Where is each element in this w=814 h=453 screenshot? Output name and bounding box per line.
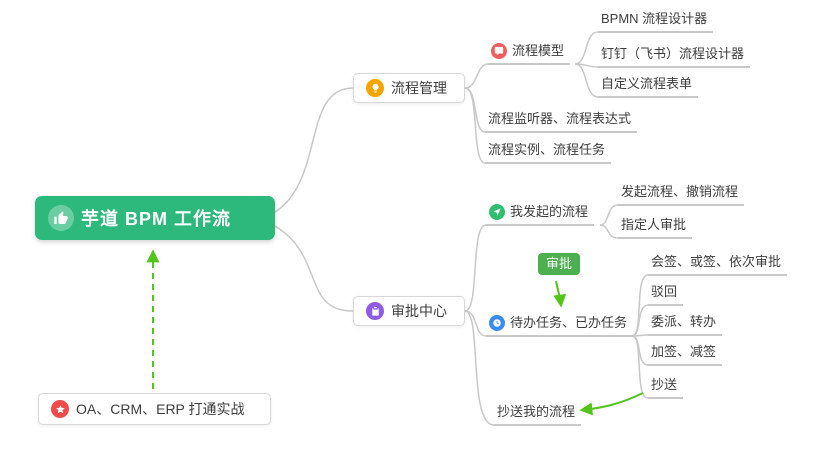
- node-listener-expression[interactable]: 流程监听器、流程表达式: [485, 111, 638, 133]
- node-assignee-approval[interactable]: 指定人审批: [618, 217, 693, 239]
- node-approval-center[interactable]: 审批中心: [353, 296, 465, 326]
- node-label: BPMN 流程设计器: [601, 11, 708, 26]
- node-label: 流程模型: [512, 43, 565, 58]
- node-custom-form[interactable]: 自定义流程表单: [598, 76, 699, 98]
- node-dingtalk-designer[interactable]: 钉钉（飞书）流程设计器: [598, 46, 751, 68]
- clipboard-icon: [366, 302, 384, 320]
- node-label: 流程管理: [391, 80, 447, 96]
- node-countersign[interactable]: 会签、或签、依次审批: [648, 254, 788, 276]
- node-label: 流程实例、流程任务: [488, 142, 606, 157]
- clock-icon: [489, 315, 505, 331]
- bulb-icon: [366, 79, 384, 97]
- node-label: 会签、或签、依次审批: [651, 254, 782, 269]
- node-label: 抄送: [651, 377, 678, 392]
- node-label: 流程监听器、流程表达式: [488, 111, 632, 126]
- approval-badge[interactable]: 审批: [538, 253, 581, 275]
- root-node[interactable]: 芋道 BPM 工作流: [35, 196, 275, 240]
- node-label: 加签、减签: [651, 344, 717, 359]
- flow-arrows: [146, 249, 644, 416]
- node-process-model[interactable]: 流程模型: [488, 43, 571, 65]
- node-label: 自定义流程表单: [601, 76, 693, 91]
- node-instance-task[interactable]: 流程实例、流程任务: [485, 142, 612, 164]
- thumbs-up-icon: [48, 205, 74, 231]
- node-label: 钉钉（飞书）流程设计器: [601, 46, 745, 61]
- node-sign-adjust[interactable]: 加签、减签: [648, 344, 723, 366]
- cc-to-ccmy-arrow: [579, 392, 644, 416]
- node-label: 抄送我的流程: [497, 404, 576, 419]
- node-my-initiated[interactable]: 我发起的流程: [486, 204, 595, 226]
- root-label: 芋道 BPM 工作流: [81, 209, 232, 229]
- node-label: 待办任务、已办任务: [510, 315, 628, 330]
- node-initiate-cancel[interactable]: 发起流程、撤销流程: [618, 184, 745, 206]
- star-icon: [51, 400, 69, 418]
- chat-icon: [491, 43, 507, 59]
- node-reject[interactable]: 驳回: [648, 284, 684, 306]
- node-bpmn-designer[interactable]: BPMN 流程设计器: [598, 11, 714, 33]
- node-label: 驳回: [651, 284, 678, 299]
- node-label: 指定人审批: [621, 217, 687, 232]
- node-todo-done[interactable]: 待办任务、已办任务: [486, 315, 634, 337]
- node-label: 发起流程、撤销流程: [621, 184, 739, 199]
- node-label: 审批中心: [391, 303, 447, 319]
- node-process-management[interactable]: 流程管理: [353, 73, 465, 103]
- node-label: 我发起的流程: [510, 204, 589, 219]
- node-cc-my-process[interactable]: 抄送我的流程: [494, 404, 582, 426]
- approval-to-todo-arrow: [553, 280, 567, 308]
- node-label: 委派、转办: [651, 314, 717, 329]
- node-delegate-transfer[interactable]: 委派、转办: [648, 314, 723, 336]
- node-integration[interactable]: OA、CRM、ERP 打通实战: [38, 393, 271, 425]
- node-cc[interactable]: 抄送: [648, 377, 684, 399]
- branch-connectors: [274, 31, 649, 426]
- send-icon: [489, 204, 505, 220]
- node-label: OA、CRM、ERP 打通实战: [76, 401, 245, 417]
